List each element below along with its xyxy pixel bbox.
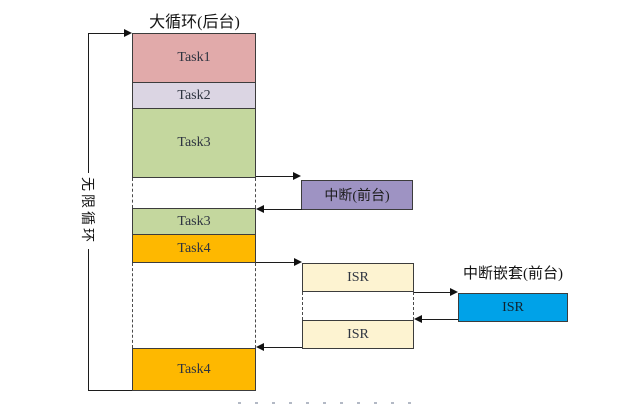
nested-interrupt-title: 中断嵌套(前台) [463,266,563,282]
task4-block-lower: Task4 [132,348,256,391]
loop-top-arrowhead-icon [124,29,132,37]
gap2-right-dashed-line [255,263,256,348]
arrow-from-isr2-line [263,347,302,348]
task3-block-lower: Task3 [132,208,256,235]
task2-block: Task2 [132,82,256,109]
isr-left-dashed-line [302,292,303,320]
arrow-to-interrupt-line [256,176,295,177]
interrupt-block: 中断(前台) [301,180,413,210]
arrow-from-isr2-head-icon [256,343,264,351]
isr-right-dashed-line [413,292,414,320]
arrow-to-isr1-head-icon [294,258,302,266]
task3-block-upper: Task3 [132,108,256,178]
loop-bottom-horizontal-line [88,390,133,391]
arrow-from-nested-isr-line [421,319,458,320]
gap1-left-dashed-line [132,178,133,208]
main-loop-title: 大循环(后台) [149,14,240,31]
task1-block: Task1 [132,33,256,83]
isr-block-upper: ISR [302,263,414,292]
arrow-to-nested-isr-head-icon [450,288,458,296]
arrow-to-isr1-line [256,262,295,263]
arrow-to-interrupt-head-icon [293,172,301,180]
nested-isr-block: ISR [458,293,568,322]
gap2-left-dashed-line [132,263,133,348]
infinite-loop-label: 无限循环 [78,173,98,249]
arrow-from-interrupt-line [263,209,302,210]
arrow-from-nested-isr-head-icon [414,315,422,323]
isr-block-lower: ISR [302,320,414,349]
arrow-to-nested-isr-line [414,292,451,293]
task4-block-upper: Task4 [132,234,256,263]
arrow-from-interrupt-head-icon [256,205,264,213]
loop-top-horizontal-line [88,33,126,34]
cropped-caption-fragment [238,402,424,404]
gap1-right-dashed-line [255,178,256,208]
